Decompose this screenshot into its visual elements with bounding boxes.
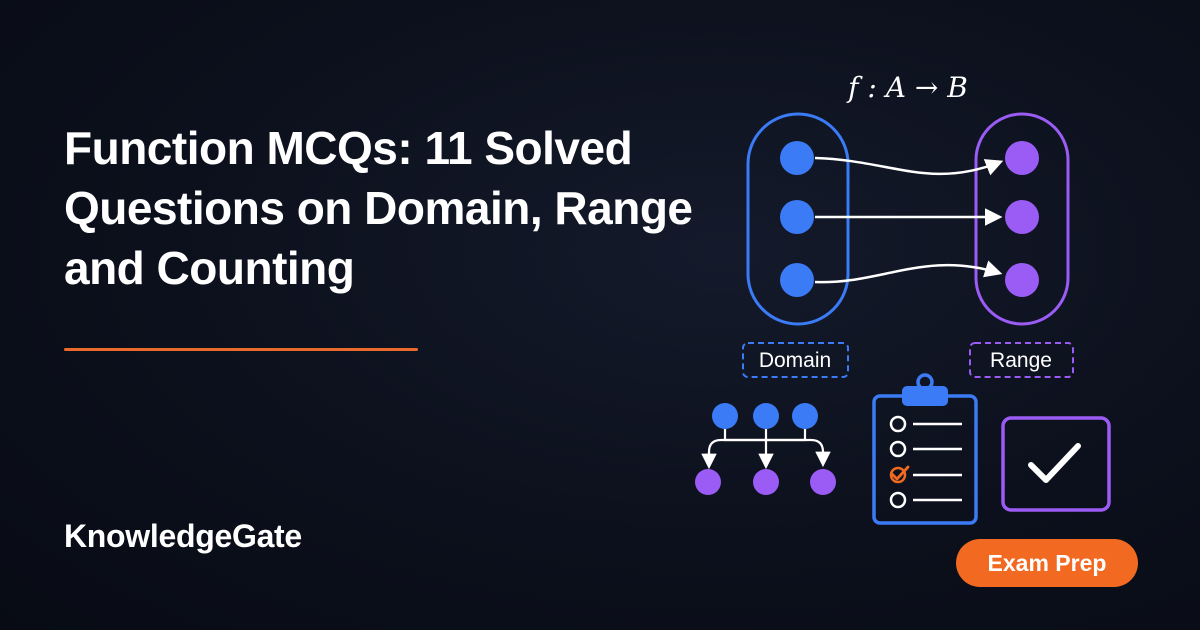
domain-element [780, 200, 814, 234]
range-element [1005, 200, 1039, 234]
domain-element [780, 141, 814, 175]
checkbox-icon [1001, 416, 1111, 512]
mapping-arrows [814, 156, 1004, 284]
brand-name: KnowledgeGate [64, 518, 302, 554]
domain-label: Domain [759, 349, 831, 372]
title-divider [64, 348, 418, 351]
page-title: Function MCQs: 11 Solved Questions on Do… [64, 122, 693, 294]
clipboard-checklist-icon [872, 373, 978, 525]
range-element [1005, 141, 1039, 175]
exam-prep-badge: Exam Prep [956, 539, 1138, 587]
range-set [974, 112, 1070, 326]
range-label-box: Range [969, 342, 1074, 378]
domain-label-box: Domain [742, 342, 849, 378]
function-label: f : A → B [846, 71, 968, 104]
function-illustration: f : A → B Domain Range [680, 60, 1160, 600]
domain-element [780, 263, 814, 297]
tree-icon [695, 403, 836, 495]
domain-set [746, 112, 850, 326]
range-element [1005, 263, 1039, 297]
range-label: Range [990, 349, 1052, 372]
